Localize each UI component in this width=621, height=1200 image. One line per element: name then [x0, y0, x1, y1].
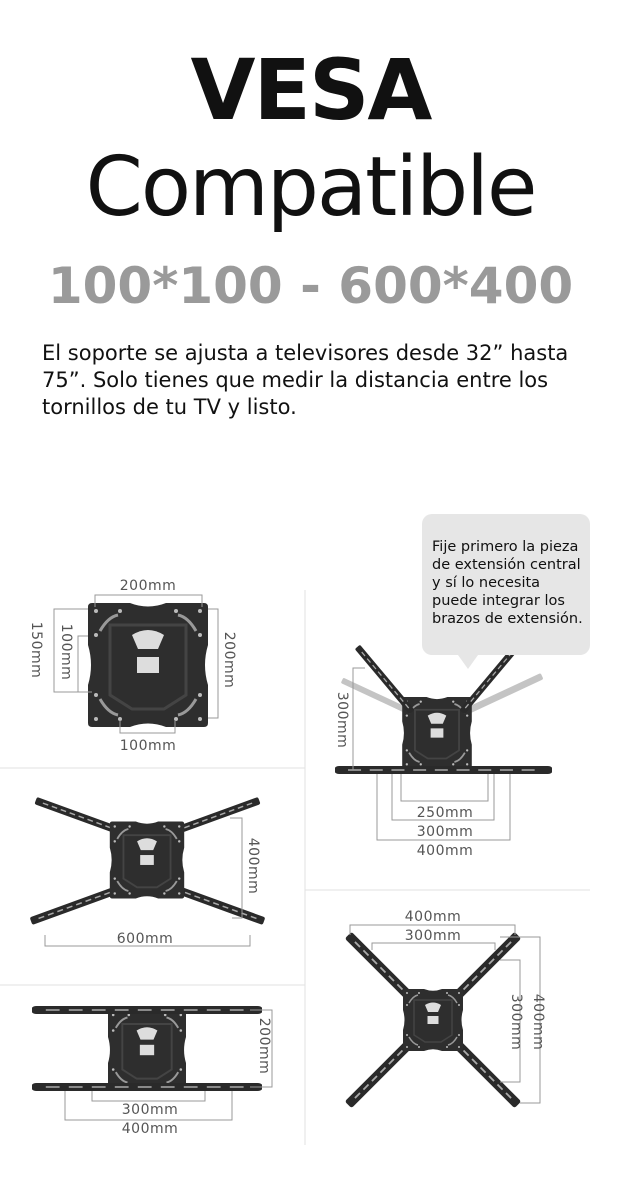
diagram-extension: 300mm 250mm 300mm 400mm [333, 644, 554, 859]
dim-height: 400mm [245, 838, 261, 895]
dim-bottom: 100mm [120, 738, 177, 754]
dim-left-outer: 150mm [28, 622, 44, 679]
dim-300: 300mm [122, 1102, 179, 1118]
dim-width: 600mm [117, 931, 174, 947]
dim-300: 300mm [417, 824, 474, 840]
diagram-cross: 400mm 300mm 300mm 400mm [343, 909, 546, 1110]
description: El soporte se ajusta a televisores desde… [42, 341, 569, 419]
dim-left-inner: 100mm [58, 624, 74, 681]
dim-top-400: 400mm [405, 909, 462, 925]
panel-dividers [0, 590, 590, 1145]
dim-top-300: 300mm [405, 928, 462, 944]
dim-right-300: 300mm [508, 994, 524, 1051]
title-vesa: VESA [190, 41, 433, 139]
callout-bubble: Fije primero la pieza de extensión centr… [422, 514, 590, 669]
title-compatible: Compatible [85, 140, 538, 235]
dim-right-400: 400mm [530, 994, 546, 1051]
dim-top: 200mm [120, 578, 177, 594]
dim-400: 400mm [417, 843, 474, 859]
dim-height: 200mm [256, 1018, 272, 1075]
diagram-bars: 200mm 300mm 400mm [30, 1004, 273, 1137]
vesa-range: 100*100 - 600*400 [47, 257, 574, 315]
dim-250: 250mm [417, 805, 474, 821]
dim-400: 400mm [122, 1121, 179, 1137]
callout-text: Fije primero la pieza de extensión centr… [432, 539, 583, 627]
diagram-plate: 200mm 150mm 100mm 200mm 100mm [28, 578, 237, 754]
diagram-wide: 400mm 600mm [28, 796, 267, 947]
dim-right: 200mm [221, 632, 237, 689]
dim-height: 300mm [334, 692, 350, 749]
